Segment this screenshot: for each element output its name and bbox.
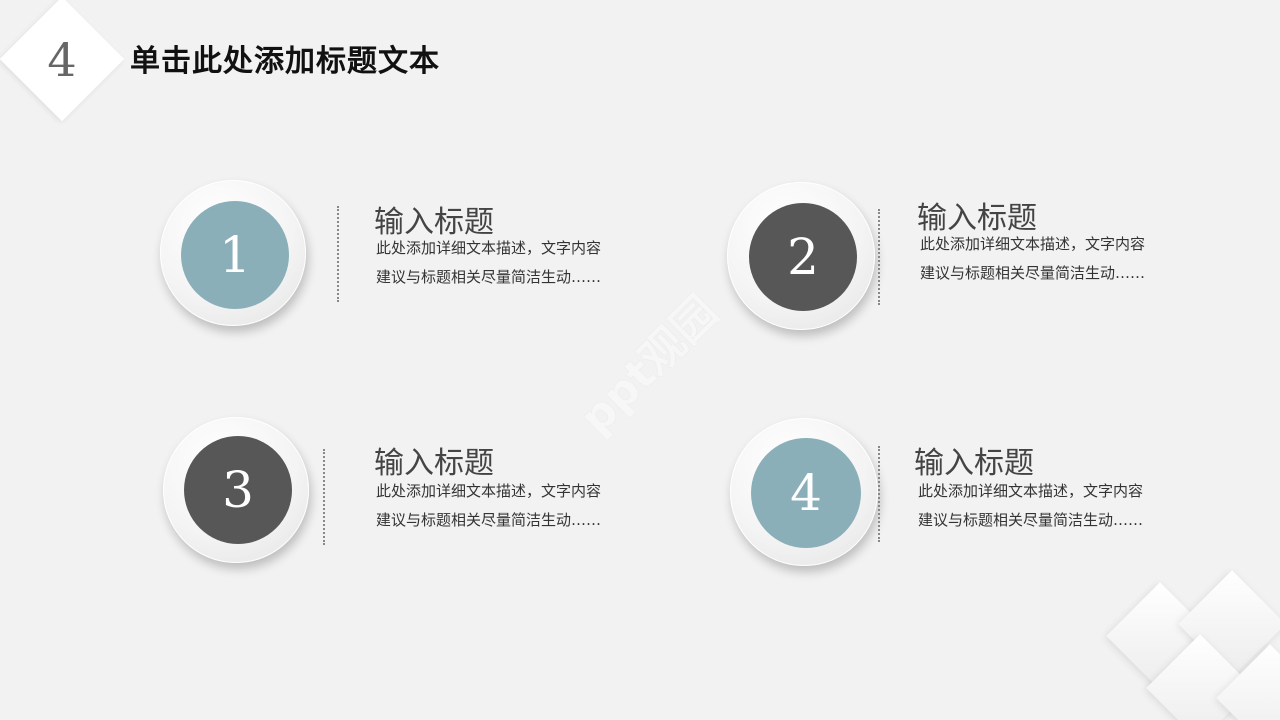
item-3-divider (323, 449, 325, 545)
item-2-divider (878, 209, 880, 305)
item-2-desc-line2[interactable]: 建议与标题相关尽量简洁生动…… (920, 264, 1146, 282)
item-1-number-badge: 1 (181, 201, 289, 309)
item-4-number-badge: 4 (751, 438, 861, 548)
item-1-divider (337, 206, 339, 302)
item-1-desc-line1[interactable]: 此处添加详细文本描述，文字内容 (376, 239, 602, 257)
item-2-desc-line1[interactable]: 此处添加详细文本描述，文字内容 (920, 235, 1146, 253)
item-4-desc-line2[interactable]: 建议与标题相关尽量简洁生动…… (918, 511, 1144, 529)
item-4-desc-line1[interactable]: 此处添加详细文本描述，文字内容 (918, 482, 1144, 500)
item-4-divider (878, 446, 880, 542)
item-2-title[interactable]: 输入标题 (917, 201, 1037, 236)
item-1-title[interactable]: 输入标题 (374, 205, 494, 240)
item-3-number-badge: 3 (184, 436, 292, 544)
section-number: 4 (47, 33, 77, 87)
item-3-desc-line2[interactable]: 建议与标题相关尽量简洁生动…… (376, 511, 602, 529)
item-3-desc-line1[interactable]: 此处添加详细文本描述，文字内容 (376, 482, 602, 500)
page-title[interactable]: 单击此处添加标题文本 (130, 44, 440, 79)
item-4-title[interactable]: 输入标题 (914, 446, 1034, 481)
item-2-number-badge: 2 (749, 203, 857, 311)
item-3-title[interactable]: 输入标题 (374, 446, 494, 481)
watermark: ppt观园 (570, 286, 729, 445)
item-1-desc-line2[interactable]: 建议与标题相关尽量简洁生动…… (376, 268, 602, 286)
